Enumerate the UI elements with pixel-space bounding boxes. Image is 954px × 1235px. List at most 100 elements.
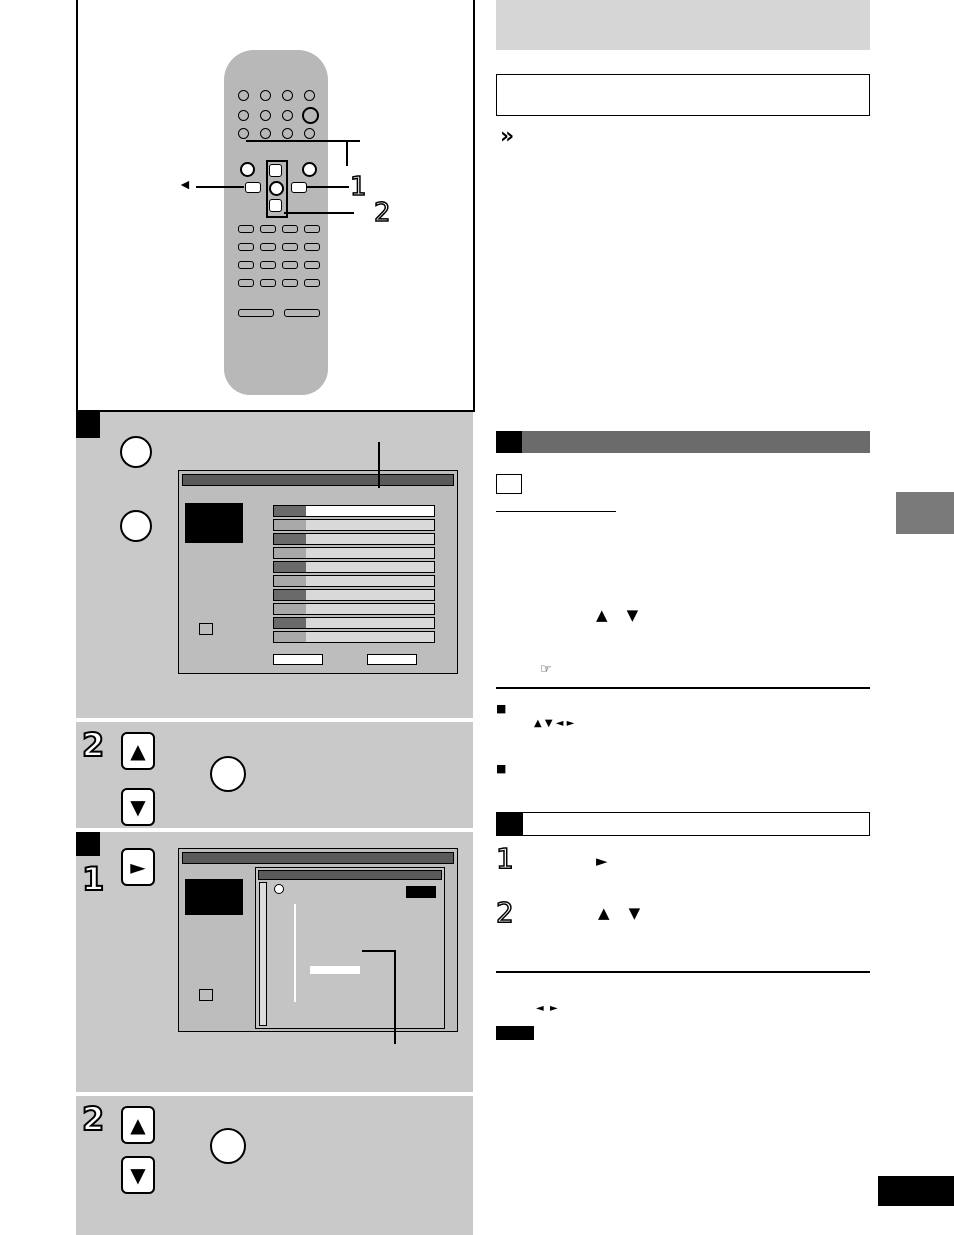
step1-tab (76, 412, 100, 438)
osd-menu-row (273, 547, 435, 559)
osd-popup-selected-item (310, 966, 360, 974)
osd-submenu-screen (178, 848, 458, 1032)
callout-line-left (196, 186, 244, 188)
down-key-illustration: ▼ (121, 788, 155, 826)
arrow-keys-symbols: ▲ ▼ ◄ ► (534, 718, 575, 729)
callout-number-2: 2 (373, 197, 391, 229)
osd-popup-title (258, 870, 442, 880)
chapter-side-tab (896, 492, 954, 534)
osd-title-bar (182, 474, 454, 486)
remote-illustration-box: ◄ 1 2 (76, 0, 475, 412)
osd-menu-row-swatch (274, 520, 306, 530)
osd-menu-row (273, 617, 435, 629)
right-key-illustration: ► (121, 848, 155, 886)
osd-menu-row (273, 561, 435, 573)
step3-panel: 1 ► (76, 832, 473, 1092)
setup-button-illustration (120, 436, 152, 468)
remote-left-button[interactable] (245, 182, 261, 193)
bullet-2: ■ (496, 762, 507, 775)
up-key-illustration-2: ▲ (121, 1106, 155, 1144)
osd-menu-row (273, 519, 435, 531)
osd-menu-row-swatch (274, 506, 306, 516)
osd-cursor-icon (199, 623, 213, 635)
divider-2 (496, 971, 870, 973)
osd-menu-row-swatch (274, 562, 306, 572)
down-key-illustration-2: ▼ (121, 1156, 155, 1194)
osd-menu-row-swatch (274, 548, 306, 558)
remote-button-grid (238, 90, 319, 170)
osd-menu-row (273, 575, 435, 587)
enter-button-illustration-2 (210, 1128, 246, 1164)
osd-submenu-cursor-icon (199, 989, 213, 1001)
osd-popup-radio (274, 884, 284, 894)
osd-menu-row (273, 631, 435, 643)
divider-1 (496, 687, 870, 689)
callout-arrow-left: ◄ (178, 176, 192, 192)
osd-popup-scrollbar (259, 882, 267, 1026)
up-key-illustration: ▲ (121, 732, 155, 770)
step3-substep-1: 1 (81, 859, 105, 899)
osd-menu-row-swatch (274, 534, 306, 544)
osd-menu-row (273, 603, 435, 615)
menu-button-illustration (120, 510, 152, 542)
chapter-subtitle-box (496, 74, 870, 116)
step3-substep-2: 2 (81, 1099, 105, 1139)
section2-tab (497, 813, 523, 835)
osd-menu-row-swatch (274, 604, 306, 614)
up-down-symbols: ▲ ▼ (596, 606, 639, 624)
osd-menu-row-swatch (274, 590, 306, 600)
enter-button-illustration (210, 756, 246, 792)
fast-forward-icon: » (500, 124, 515, 149)
osd-submenu-popup (255, 867, 445, 1029)
osd-popup-tree (294, 904, 304, 1002)
osd-submenu-pointer-v (394, 950, 396, 1044)
instruction-step1-number: 1 (495, 841, 514, 876)
bullet-1: ■ (496, 702, 507, 715)
osd-pointer-line (378, 442, 380, 488)
reference-icon: ☞ (540, 662, 552, 677)
osd-menu-row (273, 589, 435, 601)
osd-submenu-thumbnail (185, 879, 243, 915)
callout-line-1 (307, 186, 349, 188)
left-right-symbols: ◄ ► (536, 1003, 558, 1014)
section1-tab (496, 431, 522, 453)
page-number-tab (878, 1176, 954, 1206)
callout-number-1: 1 (349, 171, 367, 203)
instruction-step2-number: 2 (495, 895, 514, 930)
chapter-header-bar (496, 0, 870, 50)
step2-number: 2 (81, 725, 105, 765)
step1-panel (76, 412, 473, 718)
remote-down-button[interactable] (269, 199, 282, 212)
osd-footer-box-right (367, 654, 417, 665)
note-label-box (496, 1026, 534, 1040)
section1-underline (496, 511, 616, 512)
remote-right-button[interactable] (291, 182, 307, 193)
section1-checkbox (496, 474, 522, 494)
osd-submenu-pointer-h (362, 950, 396, 952)
remote-menu-button[interactable] (240, 162, 255, 177)
osd-setup-screen (178, 470, 458, 674)
instruction-step2-symbols: ▲ ▼ (598, 904, 641, 922)
remote-up-button[interactable] (269, 164, 282, 177)
osd-menu-row (273, 505, 435, 517)
remote-lower-buttons (238, 225, 322, 335)
step3-tab (76, 832, 100, 856)
osd-menu-row-swatch (274, 618, 306, 628)
osd-footer-box-left (273, 654, 323, 665)
callout-bracket-link (344, 140, 360, 142)
remote-enter-button[interactable] (269, 181, 284, 196)
step2-panel: 2 ▲ ▼ (76, 722, 473, 828)
osd-menu-row (273, 533, 435, 545)
step3-substep2-panel: 2 ▲ ▼ (76, 1096, 473, 1235)
callout-bracket (246, 140, 348, 166)
remote-return-button[interactable] (302, 162, 317, 177)
remote-cursor-frame (266, 160, 288, 218)
instruction-step1-symbol: ► (596, 852, 608, 870)
osd-submenu-title-bar (182, 852, 454, 864)
callout-line-2 (284, 212, 354, 214)
osd-menu-list (273, 505, 435, 645)
section2-header (496, 812, 870, 836)
osd-popup-badge (406, 886, 436, 898)
section1-header (496, 431, 870, 453)
osd-menu-row-swatch (274, 576, 306, 586)
